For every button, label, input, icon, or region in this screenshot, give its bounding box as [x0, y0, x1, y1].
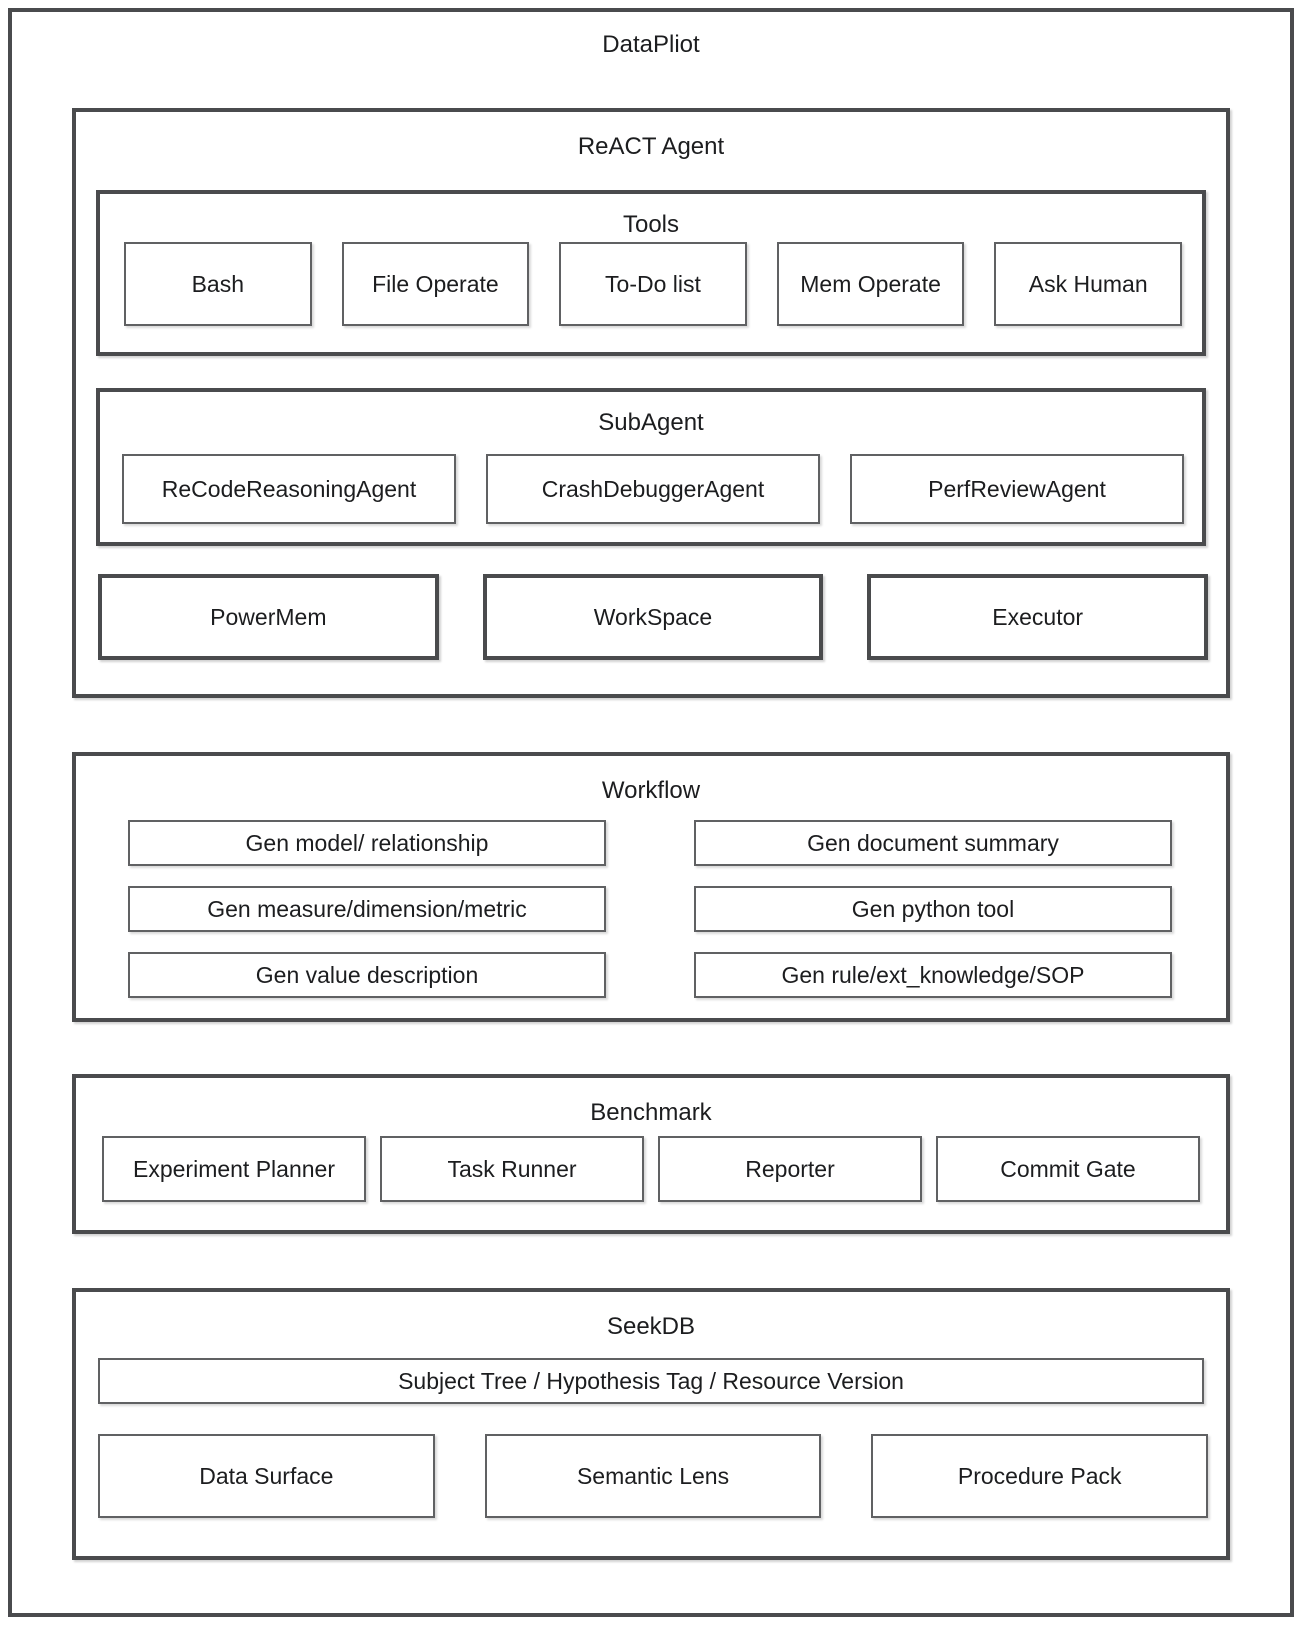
seekdb-section: SeekDB Subject Tree / Hypothesis Tag / R…: [72, 1288, 1230, 1560]
react-agent-title: ReACT Agent: [577, 133, 725, 160]
benchmark-section: Benchmark Experiment Planner Task Runner…: [72, 1074, 1230, 1234]
node-bash: Bash: [124, 242, 312, 326]
node-crash-debugger-agent: CrashDebuggerAgent: [486, 454, 820, 524]
node-gen-python-tool: Gen python tool: [694, 886, 1172, 932]
node-gen-model-relationship: Gen model/ relationship: [128, 820, 606, 866]
seekdb-row: Data Surface Semantic Lens Procedure Pac…: [98, 1434, 1209, 1518]
node-todo-list: To-Do list: [559, 242, 747, 326]
node-workspace: WorkSpace: [482, 574, 824, 660]
workflow-title: Workflow: [601, 777, 701, 804]
seekdb-title: SeekDB: [606, 1313, 696, 1340]
node-data-surface: Data Surface: [98, 1434, 435, 1518]
benchmark-row: Experiment Planner Task Runner Reporter …: [102, 1136, 1200, 1202]
node-semantic-lens: Semantic Lens: [484, 1434, 822, 1518]
node-executor: Executor: [867, 574, 1209, 660]
diagram-title: DataPliot: [602, 31, 700, 58]
subagent-row: ReCodeReasoningAgent CrashDebuggerAgent …: [122, 454, 1184, 524]
node-gen-rule-ext-knowledge-sop: Gen rule/ext_knowledge/SOP: [694, 952, 1172, 998]
node-gen-measure-dimension-metric: Gen measure/dimension/metric: [128, 886, 606, 932]
workflow-section: Workflow Gen model/ relationship Gen doc…: [72, 752, 1230, 1022]
node-mem-operate: Mem Operate: [776, 242, 965, 326]
node-gen-document-summary: Gen document summary: [694, 820, 1172, 866]
node-ask-human: Ask Human: [994, 242, 1182, 326]
node-recode-reasoning-agent: ReCodeReasoningAgent: [122, 454, 456, 524]
node-subject-tree-hypothesis-tag-resource-version: Subject Tree / Hypothesis Tag / Resource…: [98, 1358, 1204, 1404]
tools-row: Bash File Operate To-Do list Mem Operate…: [124, 242, 1182, 326]
tools-group: Tools Bash File Operate To-Do list Mem O…: [96, 190, 1206, 356]
node-procedure-pack: Procedure Pack: [871, 1434, 1209, 1518]
subagent-title: SubAgent: [598, 409, 704, 436]
subagent-group: SubAgent ReCodeReasoningAgent CrashDebug…: [96, 388, 1206, 546]
datapliot-frame: DataPliot ReACT Agent Tools Bash File Op…: [8, 8, 1294, 1617]
benchmark-title: Benchmark: [590, 1099, 712, 1126]
workflow-grid: Gen model/ relationship Gen document sum…: [128, 820, 1172, 998]
node-perf-review-agent: PerfReviewAgent: [850, 454, 1184, 524]
tools-title: Tools: [622, 211, 680, 238]
node-file-operate: File Operate: [341, 242, 530, 326]
node-reporter: Reporter: [658, 1136, 922, 1202]
core-components-row: PowerMem WorkSpace Executor: [98, 574, 1209, 660]
react-agent-section: ReACT Agent Tools Bash File Operate To-D…: [72, 108, 1230, 698]
node-experiment-planner: Experiment Planner: [102, 1136, 366, 1202]
node-commit-gate: Commit Gate: [936, 1136, 1200, 1202]
node-powermem: PowerMem: [98, 574, 439, 660]
node-task-runner: Task Runner: [380, 1136, 644, 1202]
node-gen-value-description: Gen value description: [128, 952, 606, 998]
